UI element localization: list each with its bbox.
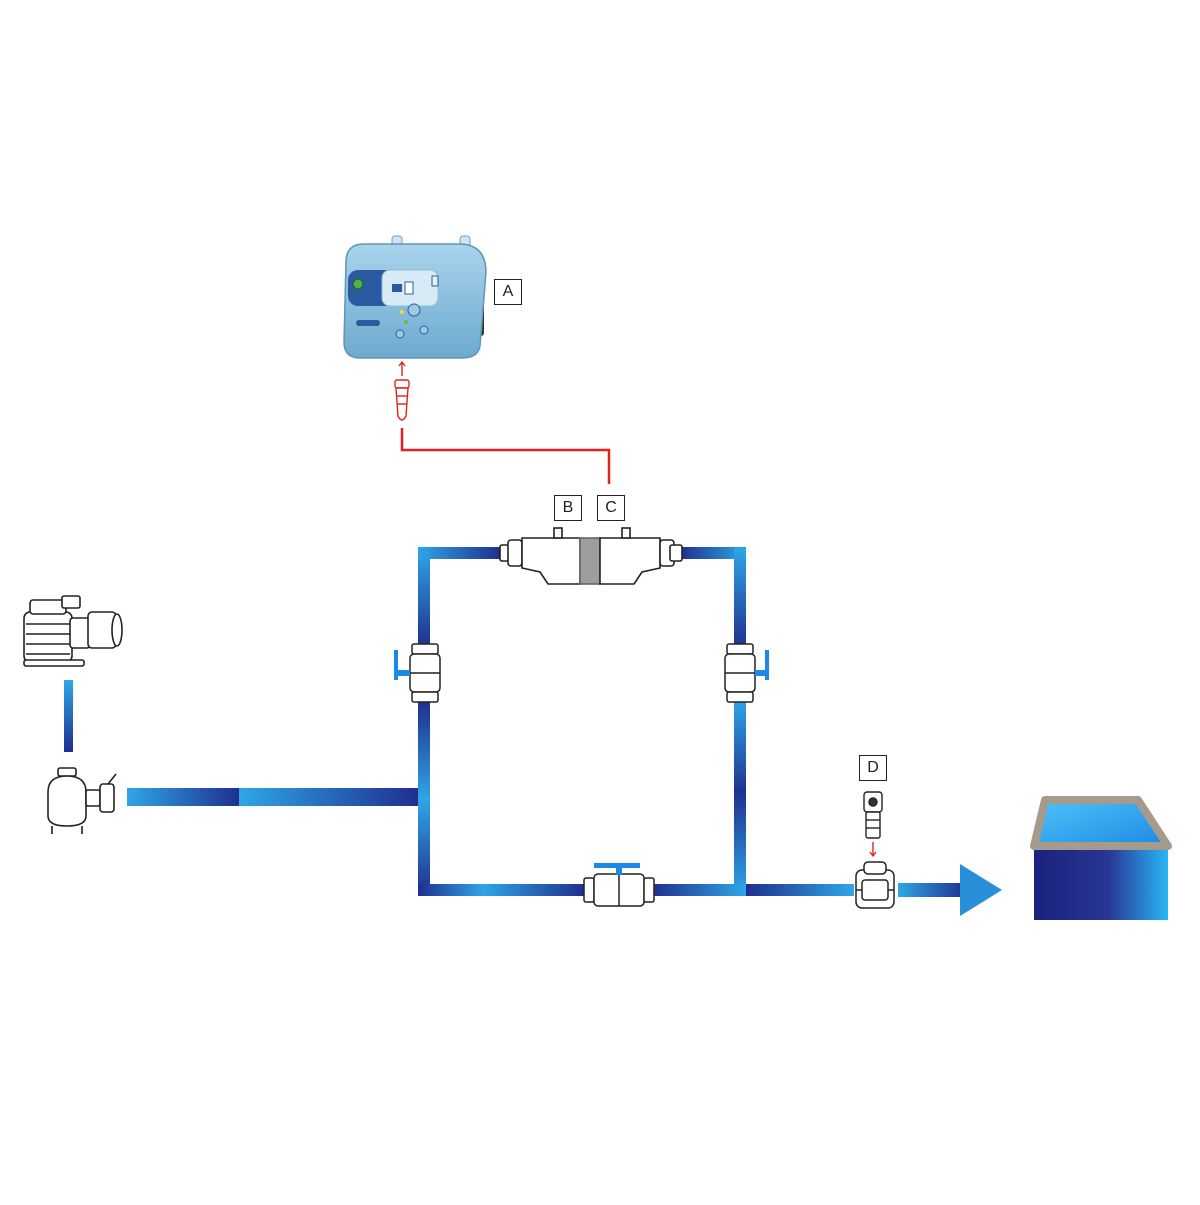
label-b: B — [554, 495, 582, 521]
pipe-left-lower — [418, 800, 430, 894]
pipe-right-lower — [734, 700, 746, 795]
probe-holder-icon — [855, 861, 895, 909]
pipe-network — [64, 547, 1002, 916]
electrolysis-cell-icon — [499, 527, 683, 585]
sand-filter-icon — [47, 767, 117, 834]
probe-insert-arrow — [869, 842, 877, 858]
probe-connector-icon — [394, 360, 410, 421]
pipe-left-upper — [418, 548, 430, 648]
probe-icon — [863, 791, 883, 839]
pipe-outlet — [746, 884, 854, 896]
signal-wire — [400, 428, 611, 484]
pipe-bypass-left-b — [482, 884, 584, 896]
pipe-top-right — [680, 547, 746, 559]
label-d: D — [859, 755, 887, 781]
pipe-right-upper — [734, 548, 746, 648]
pipe-bypass-left-a — [418, 884, 484, 896]
pipe-to-pool — [898, 883, 966, 897]
control-unit-icon — [343, 235, 487, 359]
pipe-main-a — [127, 788, 239, 806]
ball-valve-icon — [394, 643, 441, 703]
pipe-bypass-right — [652, 884, 746, 896]
pool-icon — [1030, 796, 1172, 920]
flow-arrow-icon — [960, 864, 1002, 916]
pipe-top-left — [418, 547, 500, 559]
label-c: C — [597, 495, 625, 521]
pipe-right-bottom — [734, 790, 746, 894]
label-a: A — [494, 279, 522, 305]
pipe-left-mid — [418, 702, 430, 800]
pipe-main-b — [239, 788, 418, 806]
pipe-pump-filter — [64, 680, 73, 752]
pump-icon — [23, 595, 123, 667]
ball-valve-icon — [724, 643, 769, 703]
ball-valve-icon — [583, 863, 655, 907]
